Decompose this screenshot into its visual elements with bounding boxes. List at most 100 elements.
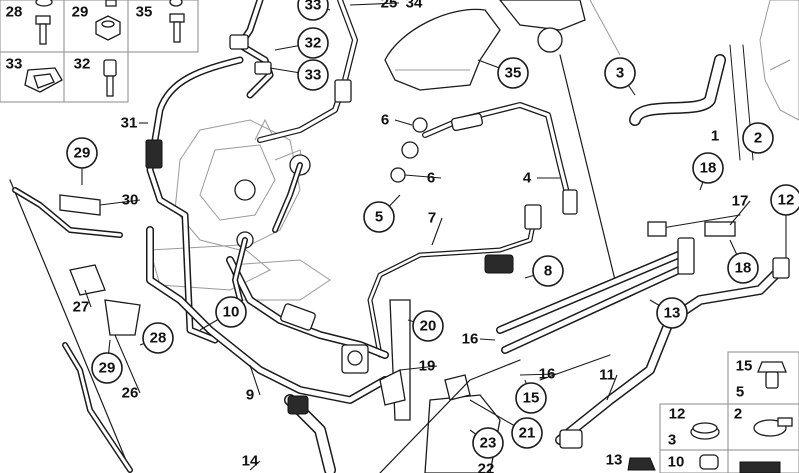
callout-circled-28: 28 (142, 322, 174, 354)
leader-plain-30 (99, 199, 141, 206)
nut-icon (95, 15, 121, 41)
callout-number: 20 (420, 318, 437, 335)
callout-number: 8 (544, 263, 552, 280)
callout-circle-ring (297, 27, 329, 59)
legend-top-left: 28 29 35 33 32 (0, 0, 199, 103)
small-clip-icon (627, 457, 656, 471)
label-plain-25: 25 (381, 0, 398, 12)
callout-circle-ring (692, 152, 724, 184)
legend-label-5: 5 (736, 384, 744, 401)
clip-icon (24, 67, 63, 93)
label-plain-1: 1 (711, 128, 719, 145)
legend-label-3: 3 (668, 432, 676, 449)
leader-plain-14 (249, 460, 261, 471)
callout-circle-ring (604, 57, 636, 89)
leader-plain-17 (729, 200, 751, 226)
callout-number: 3 (616, 65, 624, 82)
callout-circle-ring (515, 382, 547, 414)
pipe-assembly-center (146, 226, 411, 473)
legend-cell-32 (63, 51, 129, 103)
legend-label-2: 2 (734, 406, 742, 423)
pipe-7 (367, 204, 542, 358)
callout-circled-33: 33 (297, 0, 329, 21)
hose-clamp-icon (690, 422, 720, 440)
callout-number: 13 (664, 305, 681, 322)
callout-number: 12 (778, 192, 795, 209)
cap-icon (699, 454, 719, 470)
label-plain-30: 30 (122, 192, 139, 209)
callout-circled-8: 8 (532, 255, 564, 287)
callout-circle-ring (532, 255, 564, 287)
callout-number: 5 (375, 209, 383, 226)
callout-number: 33 (305, 67, 322, 84)
label-plain-6: 6 (427, 170, 435, 187)
callout-number: 18 (700, 160, 717, 177)
label-plain-11: 11 (599, 367, 615, 384)
callout-circled-18: 18 (692, 152, 724, 184)
hose-top-center (257, 0, 358, 143)
pump-top-right (499, 0, 621, 56)
callout-circle-ring (742, 122, 774, 154)
callout-circle-ring (142, 322, 174, 354)
callout-circled-29: 29 (66, 137, 98, 169)
label-plain-31: 31 (121, 115, 138, 132)
callout-circle-ring (66, 137, 98, 169)
legend-label-33: 33 (6, 56, 23, 73)
label-plain-19: 19 (419, 358, 436, 375)
leader-plain-19 (399, 365, 438, 371)
callout-number: 32 (305, 35, 322, 52)
hose-1 (629, 44, 754, 161)
sleeve-icon (103, 59, 117, 97)
callout-number: 33 (305, 0, 322, 14)
callout-circled-20: 20 (412, 310, 444, 342)
callout-circle-ring (363, 201, 395, 233)
callout-circle-ring (297, 59, 329, 91)
legend-label-28: 28 (6, 4, 23, 21)
leader-plain-25 (349, 2, 400, 6)
callout-circle-ring (472, 427, 504, 459)
callout-circled-18: 18 (727, 252, 759, 284)
callout-circled-35: 35 (497, 57, 529, 89)
callout-number: 15 (523, 390, 540, 407)
reservoir-top-right (759, 0, 799, 121)
bolt-icon (35, 15, 51, 45)
hose-31 (145, 56, 244, 344)
label-plain-6: 6 (381, 112, 389, 129)
leader-plain-7 (431, 217, 443, 246)
legend-top-partial (35, 0, 183, 7)
legend-label-35: 35 (136, 4, 153, 21)
label-plain-9: 9 (246, 387, 254, 404)
label-plain-4: 4 (523, 170, 532, 187)
callout-number: 18 (735, 260, 752, 277)
legend-cell-35 (127, 0, 199, 53)
callout-circled-33: 33 (297, 59, 329, 91)
label-plain-14: 14 (242, 453, 259, 470)
callout-circled-13: 13 (656, 297, 688, 329)
legend-label-10: 10 (668, 454, 685, 471)
callout-number: 28 (150, 330, 167, 347)
label-plain-17: 17 (732, 193, 749, 210)
callout-number: 23 (480, 435, 497, 452)
legend-label-15: 15 (736, 358, 753, 375)
screw-icon (169, 13, 185, 43)
small-parts-right (232, 154, 311, 303)
callout-circled-3: 3 (604, 57, 636, 89)
callout-number: 29 (74, 145, 91, 162)
callout-circled-21: 21 (511, 417, 543, 449)
legend-label-29: 29 (72, 4, 89, 21)
callout-circled-2: 2 (742, 122, 774, 154)
legend-label-12: 12 (669, 406, 686, 423)
plug-icon (757, 361, 787, 389)
label-plain-16: 16 (462, 331, 479, 348)
callout-circle-ring (412, 310, 444, 342)
leader-plain-9 (249, 364, 261, 396)
callout-number: 10 (223, 304, 240, 321)
callout-number: 21 (519, 425, 536, 442)
legend-label-32: 32 (74, 56, 91, 73)
lines-13-16 (496, 214, 741, 354)
label-plain-27: 27 (73, 299, 90, 316)
leader-plain-27 (84, 289, 92, 308)
callout-circle-ring (91, 352, 123, 384)
